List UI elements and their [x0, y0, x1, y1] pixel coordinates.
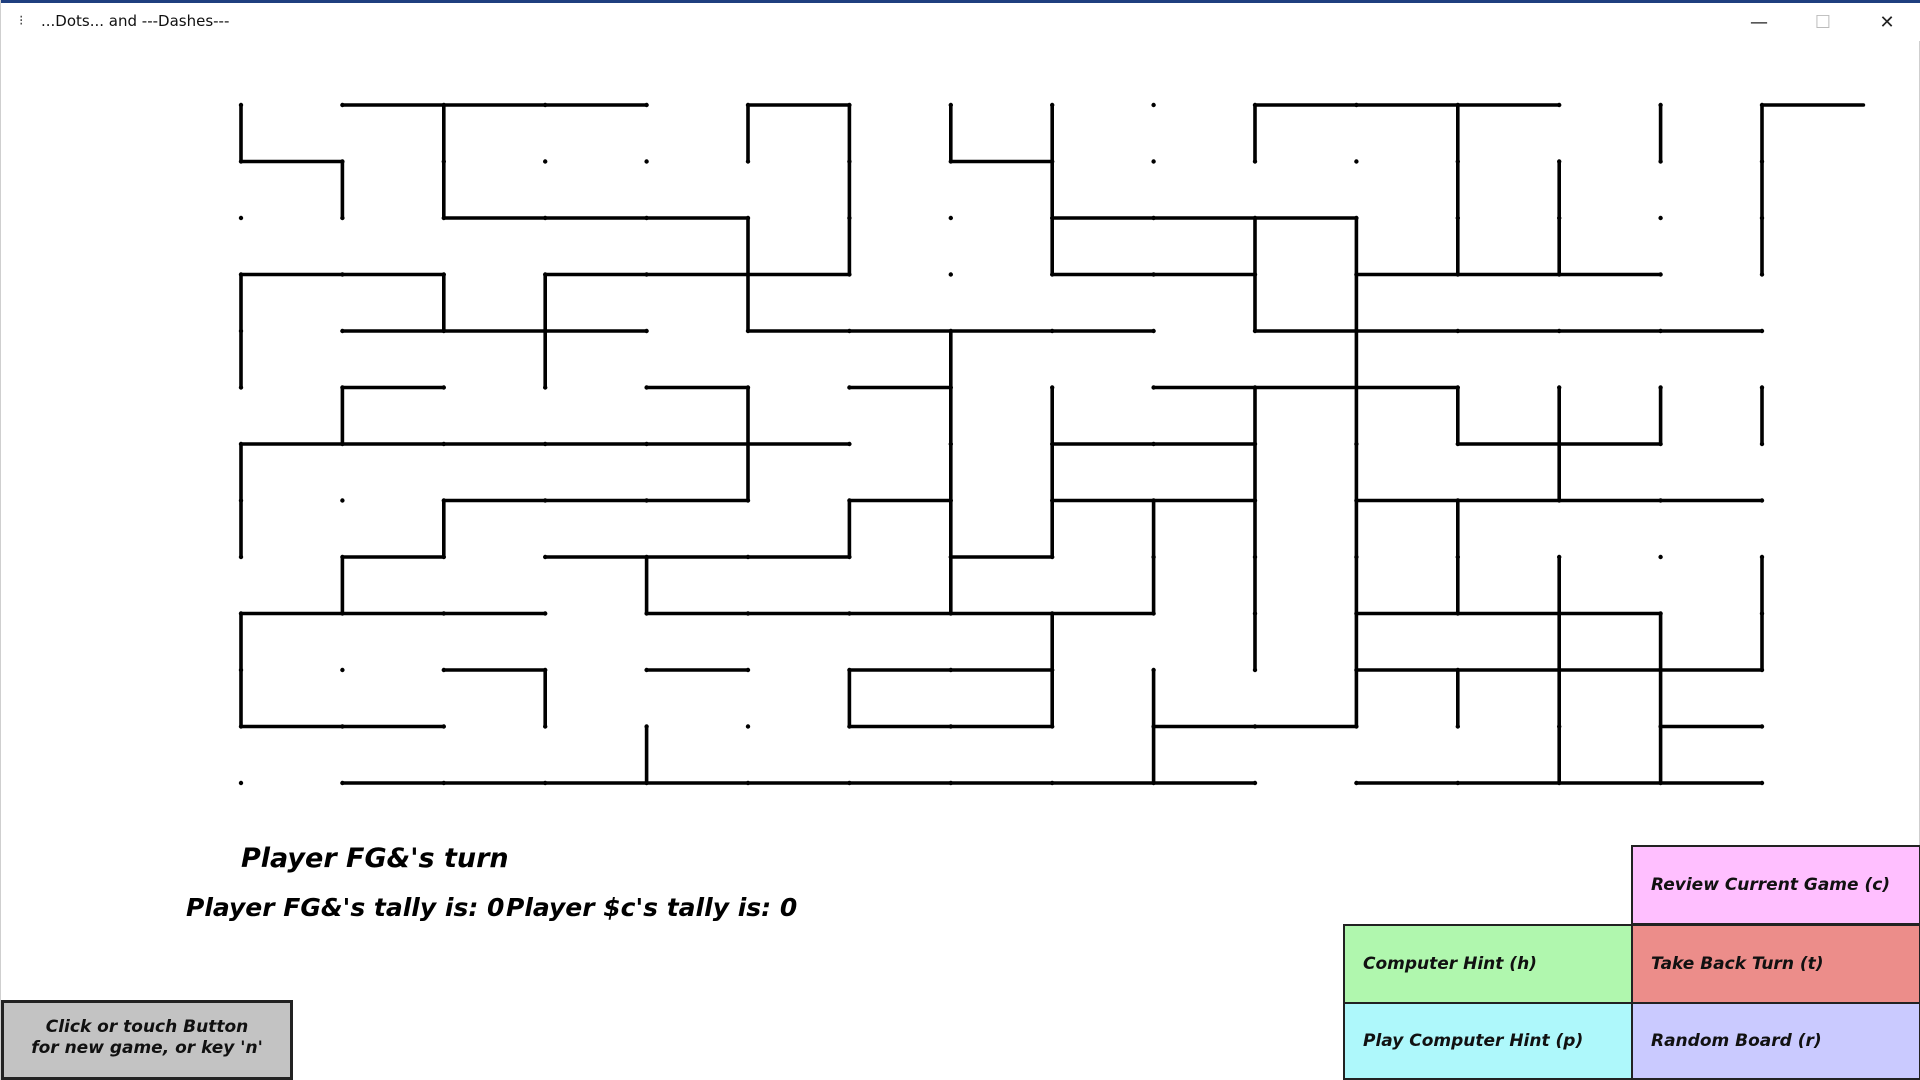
- grid-dot: [543, 159, 548, 164]
- minimize-button[interactable]: —: [1728, 3, 1790, 41]
- maximize-button[interactable]: ☐: [1792, 3, 1854, 41]
- app-icon[interactable]: ⁝: [19, 13, 24, 29]
- grid-dot: [1658, 215, 1663, 221]
- minimize-icon: —: [1750, 11, 1768, 33]
- review-game-button[interactable]: Review Current Game (c): [1631, 845, 1920, 925]
- grid-dot: [238, 215, 244, 221]
- grid-dot: [644, 159, 649, 164]
- new-game-button[interactable]: Click or touch Button for new game, or k…: [1, 1000, 293, 1080]
- taskbar-strip: [1, 0, 1920, 3]
- turn-indicator: Player FG&'s turn: [241, 843, 509, 874]
- new-game-label-line1: Click or touch Button: [45, 1017, 249, 1037]
- grid-dot: [340, 667, 345, 673]
- close-button[interactable]: ✕: [1856, 3, 1918, 41]
- maximize-icon: ☐: [1814, 11, 1832, 33]
- grid-dot: [1658, 554, 1663, 560]
- random-board-button[interactable]: Random Board (r): [1631, 1002, 1920, 1080]
- grid-dot: [1151, 159, 1156, 164]
- grid-dot: [1151, 102, 1156, 108]
- take-back-turn-button[interactable]: Take Back Turn (t): [1631, 924, 1920, 1004]
- play-computer-hint-button[interactable]: Play Computer Hint (p): [1343, 1002, 1633, 1080]
- computer-hint-button[interactable]: Computer Hint (h): [1343, 924, 1633, 1004]
- grid-dot: [238, 780, 244, 786]
- grid-dot: [948, 272, 953, 277]
- player2-tally: Player $c's tally is: 0: [506, 893, 798, 922]
- grid-dot: [1354, 159, 1359, 164]
- title-bar[interactable]: ⁝ ...Dots... and ---Dashes--- — ☐ ✕: [1, 3, 1920, 41]
- new-game-label-line2: for new game, or key 'n': [31, 1038, 263, 1058]
- grid-dot: [948, 215, 953, 221]
- window-title: ...Dots... and ---Dashes---: [41, 12, 230, 30]
- player1-tally: Player FG&'s tally is: 0: [186, 893, 505, 922]
- grid-dot: [340, 498, 345, 503]
- grid-dot: [745, 724, 751, 729]
- close-icon: ✕: [1879, 11, 1895, 33]
